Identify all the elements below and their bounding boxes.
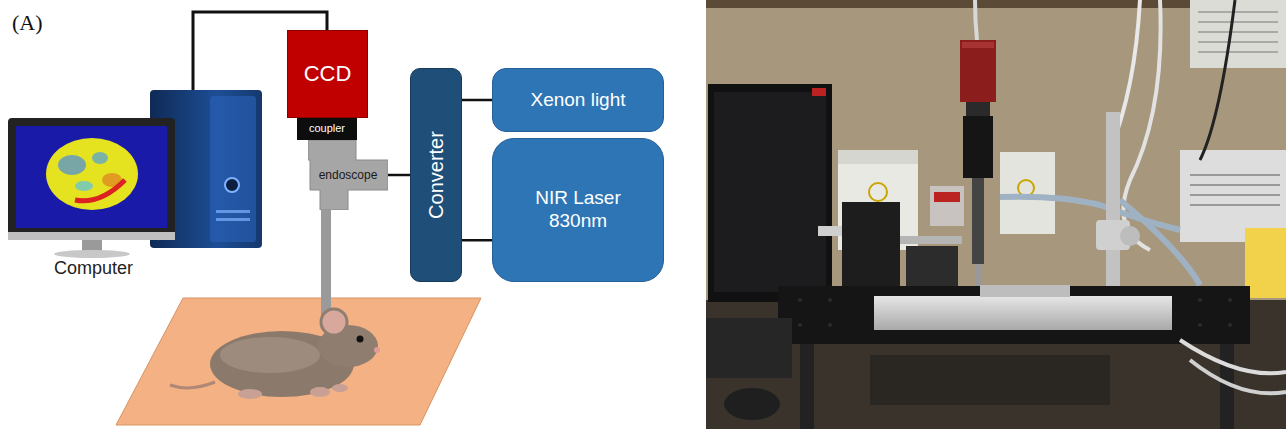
connector-line — [462, 99, 492, 102]
node-text: Converter — [424, 131, 448, 219]
ground-plate — [116, 298, 481, 425]
camera-box: CCD — [287, 30, 368, 118]
converter-box: Converter — [410, 68, 462, 282]
coupler-box: coupler — [297, 118, 357, 140]
setup-photo — [706, 0, 1286, 429]
light-source-box: Xenon light — [492, 68, 664, 132]
node-text: coupler — [309, 122, 345, 135]
endoscope-shape: endoscope — [308, 140, 388, 210]
mouse-illustration — [170, 309, 380, 399]
laser-box: NIR Laser 830nm — [492, 138, 664, 282]
node-text: Xenon light — [530, 89, 625, 112]
node-text: NIR Laser 830nm — [522, 187, 634, 233]
device-label: Computer — [54, 258, 133, 279]
connector-line — [388, 174, 410, 177]
node-text: endoscope — [319, 167, 378, 183]
panel-letter: (A) — [12, 10, 43, 36]
node-text: CCD — [304, 61, 352, 87]
computer-monitor — [8, 118, 175, 258]
connector-line — [462, 239, 492, 242]
